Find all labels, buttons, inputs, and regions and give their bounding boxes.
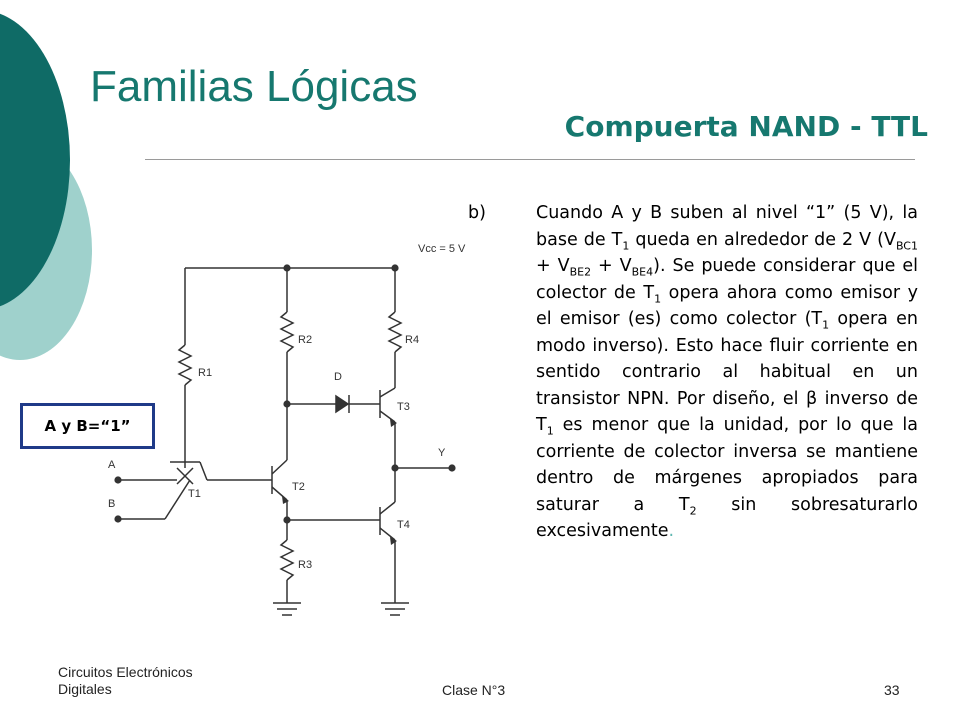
slide-subtitle: Compuerta NAND - TTL <box>564 110 928 143</box>
title-divider <box>145 159 915 160</box>
footer-course: Circuitos Electrónicos Digitales <box>58 664 193 697</box>
r3-label: R3 <box>298 559 312 571</box>
footer-page-number: 33 <box>884 682 900 698</box>
input-state-box: A y B=“1” <box>20 403 155 449</box>
t4-label: T4 <box>397 519 410 531</box>
explanation-paragraph: Cuando A y B suben al nivel “1” (5 V), l… <box>536 203 919 541</box>
footer-lesson: Clase N°3 <box>442 682 506 698</box>
vcc-label: Vcc = 5 V <box>418 243 466 255</box>
input-b-label: B <box>108 498 115 510</box>
nand-ttl-schematic: Vcc = 5 V R1 R2 R3 R4 D T1 T2 T3 T4 A B … <box>108 243 466 616</box>
t1-label: T1 <box>188 488 201 500</box>
t3-label: T3 <box>397 401 410 413</box>
item-label: b) <box>468 203 486 223</box>
r2-label: R2 <box>298 334 312 346</box>
r1-label: R1 <box>198 367 212 379</box>
decorative-circles <box>0 13 92 360</box>
dark-circle <box>0 13 70 307</box>
output-y-label: Y <box>438 447 446 459</box>
diode-label: D <box>334 371 342 383</box>
r4-label: R4 <box>405 334 419 346</box>
input-a-label: A <box>108 459 116 471</box>
t2-label: T2 <box>292 481 305 493</box>
slide-title: Familias Lógicas <box>90 62 418 111</box>
explanation-text: b) Cuando A y B suben al nivel “1” (5 V)… <box>468 200 918 545</box>
